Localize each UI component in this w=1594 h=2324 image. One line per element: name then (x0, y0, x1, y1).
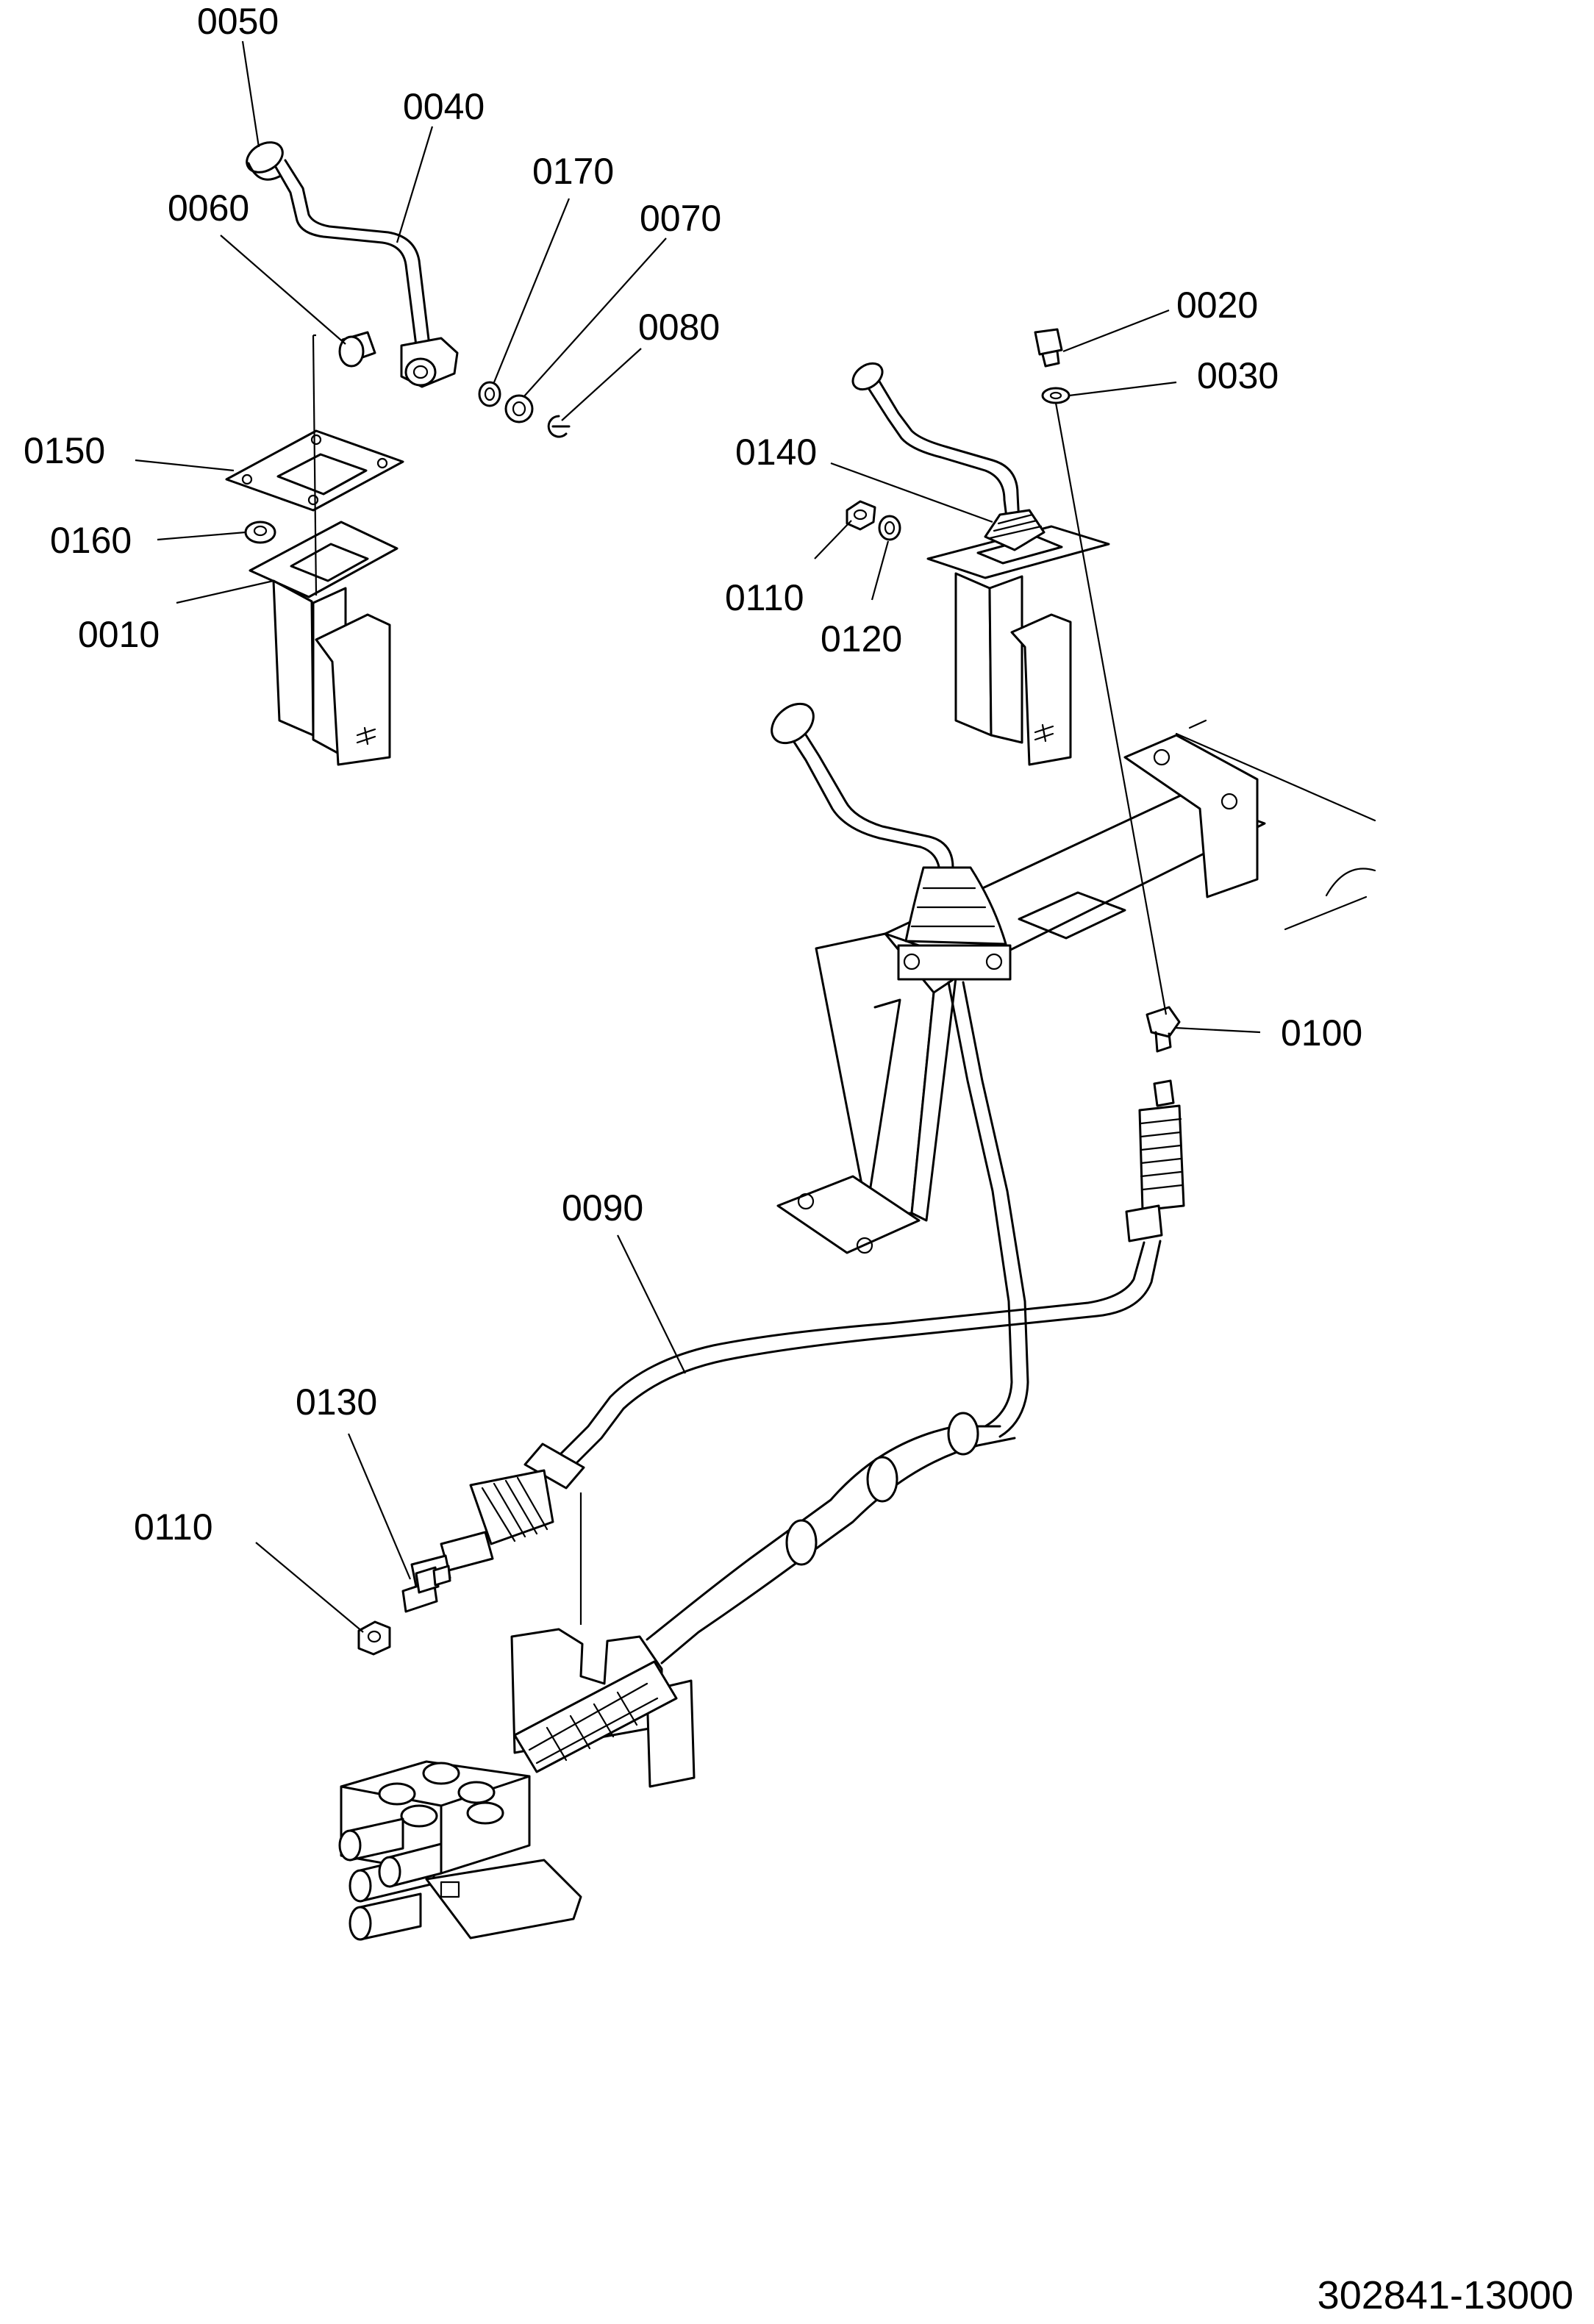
washer-0030 (1041, 387, 1071, 404)
leader-lines (135, 40, 1261, 1633)
exploded-lever-assembly (225, 141, 571, 766)
bracket-0010 (249, 521, 398, 766)
callout-0070: 0070 (640, 198, 721, 239)
callout-0020: 0020 (1176, 285, 1258, 326)
plate-0140 (926, 509, 1110, 579)
clip-0080 (547, 415, 571, 438)
sheath-and-valve (338, 1412, 1016, 1941)
callout-0160: 0160 (50, 520, 132, 561)
nut-0110-lower (357, 1620, 391, 1656)
callout-0150: 0150 (24, 430, 105, 471)
callout-0040: 0040 (403, 86, 485, 127)
cable-0090 (410, 1079, 1185, 1625)
washer-0170 (478, 381, 501, 407)
main-frame-assembly (771, 702, 1376, 1438)
callout-0120: 0120 (821, 618, 902, 659)
drawing-number: 302841-13000 (1318, 2273, 1573, 2317)
assembled-lever-upper (846, 328, 1110, 766)
callout-0110-lower: 0110 (134, 1506, 213, 1548)
callout-0170: 0170 (532, 151, 614, 192)
lever-handle-0040 (246, 141, 459, 388)
callout-0050: 0050 (197, 1, 279, 42)
callout-0080: 0080 (638, 307, 720, 348)
callout-0010: 0010 (78, 614, 160, 655)
bolt-0020 (1034, 328, 1063, 368)
callout-0030: 0030 (1197, 355, 1279, 396)
callout-0130: 0130 (296, 1381, 377, 1423)
knob-main (771, 702, 815, 745)
callout-0090: 0090 (562, 1187, 643, 1229)
callout-0110-upper: 0110 (725, 577, 804, 618)
rubber-boot (904, 866, 1007, 945)
ball-joint-0100 (1146, 1006, 1181, 1053)
knob-upper (851, 362, 884, 391)
washer-0070 (504, 394, 534, 423)
washer-0120 (878, 515, 901, 541)
callout-0140: 0140 (735, 432, 817, 473)
knob-0050 (246, 141, 284, 174)
callout-0060: 0060 (168, 187, 249, 229)
nut-0110-upper (846, 500, 876, 531)
collar-0060 (338, 331, 376, 368)
fitting-0130 (401, 1565, 451, 1613)
callout-labels: 0050 0040 0060 0170 0070 0080 0150 0160 … (24, 1, 1362, 1548)
callout-0100: 0100 (1281, 1012, 1362, 1054)
nut-0160 (244, 521, 276, 544)
